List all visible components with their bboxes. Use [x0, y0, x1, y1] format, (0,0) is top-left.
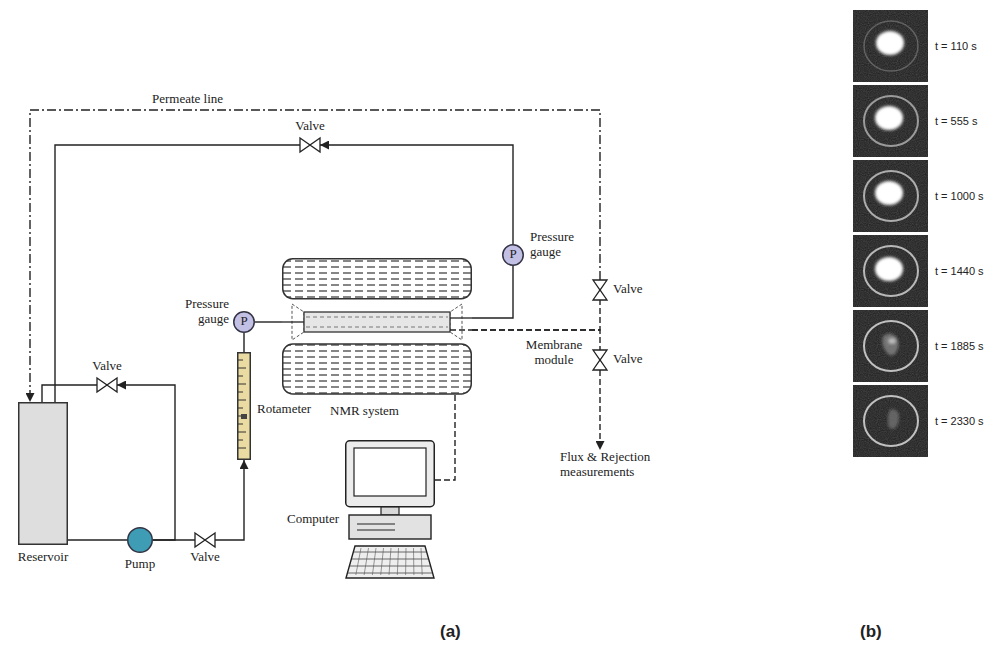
- valve-symbol: Valve: [300, 138, 320, 152]
- component-label: NMR system: [330, 404, 399, 419]
- pipe-line: [243, 333, 244, 352]
- pipe-line: [68, 539, 127, 540]
- pipe-line: [42, 385, 97, 402]
- pipe-line: [320, 145, 513, 244]
- valve-symbol: Valve: [97, 378, 117, 392]
- valve-symbol: Valve: [195, 533, 215, 547]
- mri-frame: [853, 85, 928, 157]
- time-label: t = 2330 s: [935, 415, 984, 427]
- time-label: t = 555 s: [935, 115, 978, 127]
- pipe-line: [215, 460, 244, 540]
- panel-label: (b): [860, 622, 882, 641]
- component-label: Rotameter: [257, 402, 311, 417]
- component-label: Valve: [180, 550, 230, 565]
- valve-symbol-outline: [97, 378, 117, 392]
- pressure-gauge: PPressure gauge: [233, 311, 255, 333]
- nmr-magnet-outline: [282, 258, 472, 395]
- component-label: Valve: [613, 352, 643, 367]
- mri-frame: [853, 235, 928, 307]
- component-label: Flux & Rejection measurements: [560, 450, 685, 479]
- reservoir-tank: Reservoir: [18, 402, 68, 545]
- valve-symbol-outline: [300, 138, 320, 152]
- mri-frame: [853, 385, 928, 457]
- valve-symbol: Valve: [593, 350, 607, 370]
- time-label: t = 1885 s: [935, 340, 984, 352]
- pipe-line: [255, 321, 282, 322]
- valve-symbol-outline: [195, 533, 215, 547]
- component-label: Valve: [285, 119, 335, 134]
- rotameter: Rotameter: [237, 352, 251, 460]
- component-label: Reservoir: [6, 550, 80, 565]
- mri-frame: [853, 310, 928, 382]
- panel-label: (a): [440, 622, 461, 641]
- computer-icon: Computer: [345, 440, 435, 580]
- mri-frame: [853, 160, 928, 232]
- component-label: Membrane module: [515, 338, 593, 367]
- time-label: t = 110 s: [935, 40, 977, 52]
- pump-symbol-outline: [127, 527, 153, 553]
- rotameter-outline: [237, 352, 251, 460]
- pipe-line: [55, 145, 300, 402]
- valve-symbol-outline: [593, 350, 607, 370]
- reservoir-tank-outline: [18, 402, 68, 545]
- pipe-line: [435, 395, 455, 480]
- gauge-letter: P: [502, 247, 524, 262]
- valve-symbol: Valve: [593, 280, 607, 300]
- component-label: Valve: [82, 359, 132, 374]
- pipe-line: [472, 300, 600, 330]
- computer-icon-outline: [345, 440, 435, 580]
- pipe-label: Permeate line: [150, 92, 225, 107]
- component-label: Pump: [107, 557, 173, 572]
- pipe-line: [117, 385, 175, 540]
- pipe-line: [599, 370, 600, 450]
- time-label: t = 1000 s: [935, 190, 984, 202]
- pressure-gauge: PPressure gauge: [502, 244, 524, 266]
- pipe-line: [472, 266, 513, 318]
- component-label: Pressure gauge: [175, 297, 229, 326]
- pipe-line: [30, 110, 600, 402]
- mri-frame: [853, 10, 928, 82]
- valve-symbol-outline: [593, 280, 607, 300]
- component-label: Valve: [613, 282, 643, 297]
- pump-symbol: Pump: [127, 527, 153, 553]
- component-label: Pressure gauge: [530, 230, 588, 259]
- nmr-magnet: NMR system: [282, 258, 472, 395]
- time-label: t = 1440 s: [935, 265, 984, 277]
- gauge-letter: P: [233, 314, 255, 329]
- component-label: Computer: [275, 512, 339, 527]
- measurement-output: Flux & Rejection measurements: [560, 450, 685, 482]
